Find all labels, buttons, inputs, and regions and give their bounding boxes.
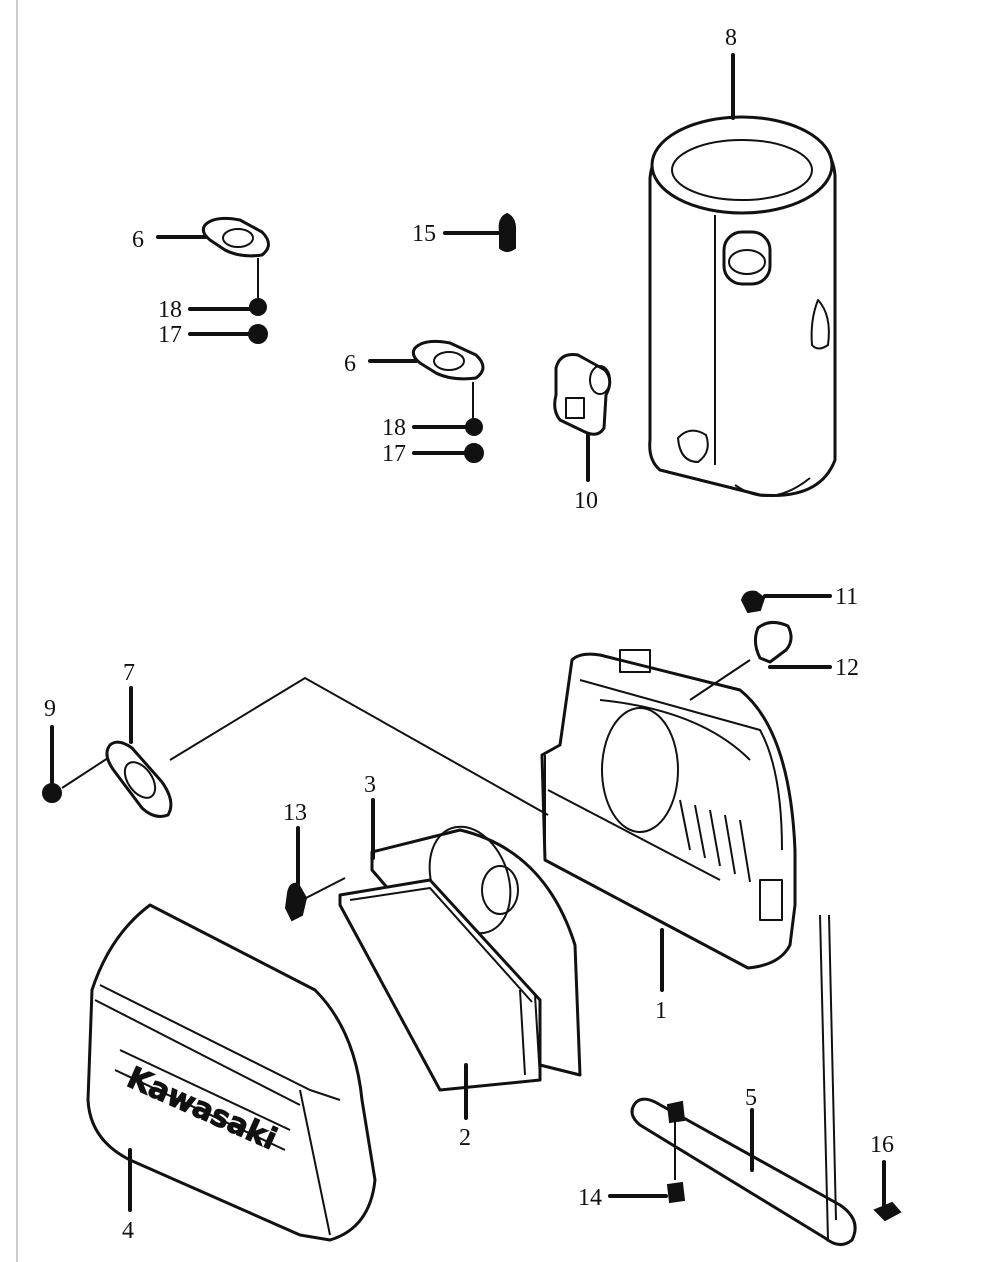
callout-9: 9 [44, 696, 56, 722]
gasket-part-6-upper [201, 216, 270, 258]
callout-8: 8 [725, 25, 737, 51]
washer-part-18-upper [249, 298, 267, 316]
filter-element-part-2 [338, 878, 542, 1092]
grommet-part-12 [753, 621, 793, 664]
callout-11: 11 [835, 584, 858, 610]
callout-10: 10 [574, 488, 598, 514]
gasket-part-6-middle [411, 339, 485, 381]
nut-part-17-upper [248, 324, 268, 344]
plug-part-15 [498, 212, 517, 252]
callout-3: 3 [364, 772, 376, 798]
muffler-part-8 [648, 115, 837, 498]
air-cleaner-base-part-1 [540, 649, 797, 970]
callout-6-upper: 6 [132, 227, 144, 253]
nut-part-9 [42, 783, 62, 803]
bolt-part-16 [873, 1201, 902, 1222]
callout-6-middle: 6 [344, 351, 356, 377]
callout-12: 12 [835, 655, 859, 681]
callout-13: 13 [283, 800, 307, 826]
callout-17-middle: 17 [382, 441, 406, 467]
nut-part-17-middle [464, 443, 484, 463]
clamp-part-10 [553, 353, 612, 436]
screw-part-14 [666, 1100, 686, 1204]
callout-7: 7 [123, 660, 135, 686]
air-cleaner-cover-part-4 [86, 903, 377, 1242]
alignment-line-13 [305, 877, 346, 899]
screw-part-13 [284, 882, 308, 922]
screw-part-11 [740, 590, 766, 614]
callout-18-upper: 18 [158, 297, 182, 323]
callout-1: 1 [655, 998, 667, 1024]
gasket-part-7 [105, 740, 173, 818]
callout-14: 14 [578, 1185, 602, 1211]
alignment-line-9 [61, 757, 109, 789]
callout-17-upper: 17 [158, 322, 182, 348]
callout-16: 16 [870, 1132, 894, 1158]
callout-18-middle: 18 [382, 415, 406, 441]
callout-4: 4 [122, 1218, 134, 1244]
alignment-line-main [169, 676, 549, 816]
washer-part-18-middle [465, 418, 483, 436]
callout-2: 2 [459, 1125, 471, 1151]
screw-axis-line [689, 659, 751, 701]
callout-5: 5 [745, 1085, 757, 1111]
bracket-part-5 [630, 914, 857, 1246]
callout-15: 15 [412, 221, 436, 247]
